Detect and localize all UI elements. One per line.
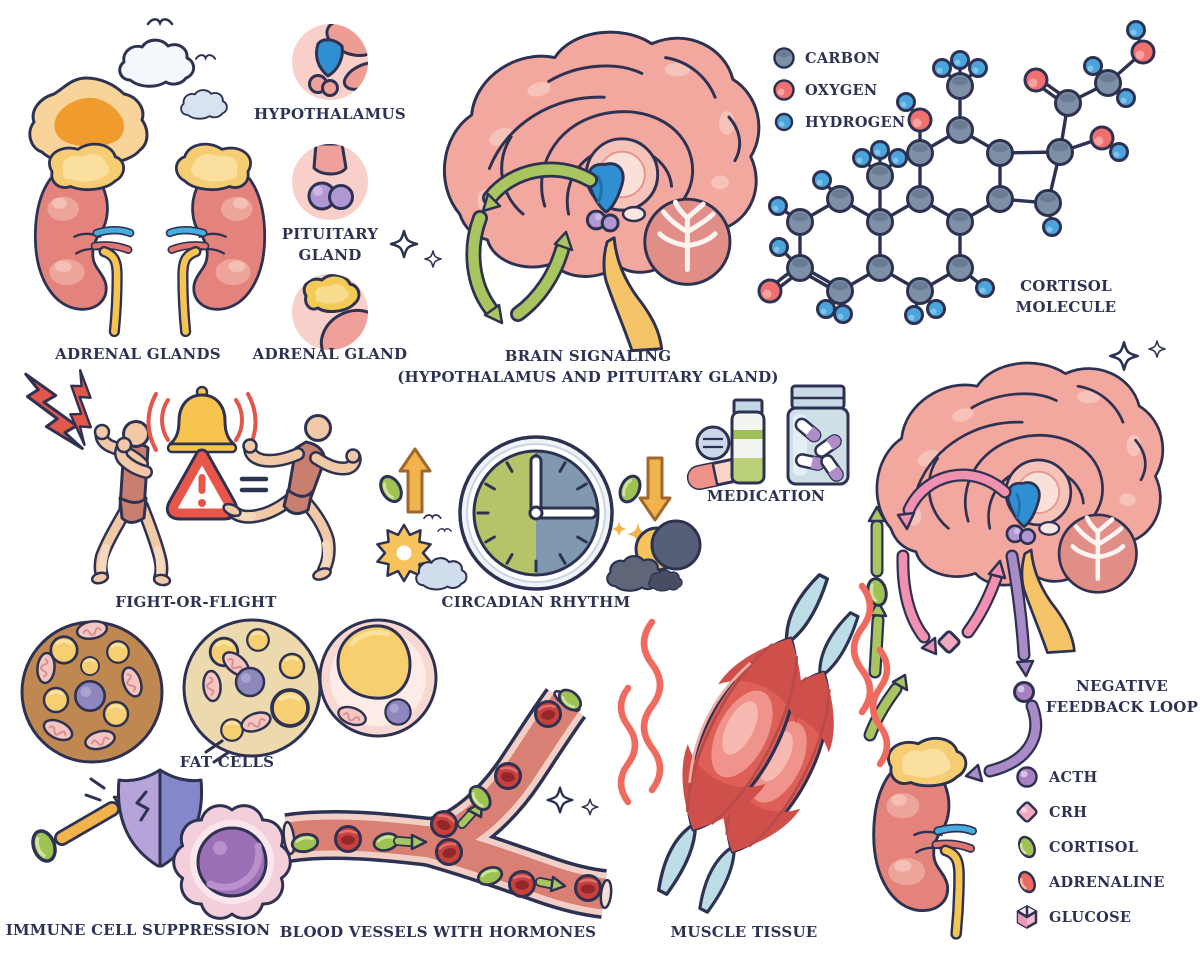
up-arrow-icon xyxy=(398,447,432,514)
runner-figure xyxy=(222,414,362,581)
immune-cell-icon xyxy=(172,804,292,920)
legend-row-adrenaline: ADRENALINE xyxy=(1014,869,1165,895)
label-adrenal-gland: ADRENAL GLAND xyxy=(252,345,408,363)
cortisol-icon xyxy=(1018,835,1036,859)
cortisol-molecule-illustration xyxy=(757,20,1156,325)
clock-icon xyxy=(458,435,614,591)
carbon-icon xyxy=(773,47,795,69)
cloud-icon xyxy=(415,557,468,591)
negative-feedback-illustration xyxy=(863,363,1162,934)
fat-cells-illustration xyxy=(20,617,438,764)
lightning-icon xyxy=(24,372,84,451)
crh-icon xyxy=(1016,801,1038,823)
boxer-figure xyxy=(90,420,172,587)
atom-legend: CARBON OXYGEN HYDROGEN xyxy=(772,46,905,134)
label-brain-signaling-line1: BRAIN SIGNALING xyxy=(504,347,672,365)
label-fat-cells: FAT CELLS xyxy=(179,753,275,771)
vial-icon xyxy=(730,398,766,485)
label-blood-vessels: BLOOD VESSELS WITH HORMONES xyxy=(279,923,597,941)
kidney-icon xyxy=(874,738,973,934)
legend-row-glucose: GLUCOSE xyxy=(1014,904,1165,930)
fight-or-flight-illustration xyxy=(24,369,362,587)
sun-icon xyxy=(376,523,432,583)
legend-row-acth: ACTH xyxy=(1014,764,1165,790)
hypothalamus-inset xyxy=(292,24,368,100)
legend-row-hydrogen: HYDROGEN xyxy=(772,110,905,134)
warning-triangle-icon xyxy=(165,448,239,521)
lightning-icon xyxy=(69,369,93,447)
legend-row-cortisol: CORTISOL xyxy=(1014,834,1165,860)
capsule-icon xyxy=(686,457,746,491)
label-pituitary-gland: PITUITARY GLAND xyxy=(281,225,379,264)
label-muscle-tissue: MUSCLE TISSUE xyxy=(670,923,818,941)
label-negative-feedback-loop: NEGATIVE FEEDBACK LOOP xyxy=(1045,677,1199,716)
pill-bottle-icon xyxy=(786,384,850,486)
crh-icon xyxy=(937,630,961,654)
dark-cloud-icon xyxy=(648,569,683,592)
equals-icon xyxy=(239,476,269,493)
down-arrow-icon xyxy=(638,456,672,522)
bird-icon xyxy=(194,54,217,60)
acth-icon xyxy=(1016,766,1038,788)
bird-icon xyxy=(423,514,442,520)
label-cortisol-molecule: CORTISOL MOLECULE xyxy=(1015,277,1117,316)
fat-cell xyxy=(318,618,438,738)
label-circadian-rhythm: CIRCADIAN RHYTHM xyxy=(441,593,631,611)
immune-suppression-illustration xyxy=(27,739,292,920)
brain-signaling-illustration xyxy=(444,32,758,351)
bird-icon xyxy=(437,528,452,532)
fat-cell xyxy=(182,618,322,758)
glucose-icon xyxy=(1016,905,1038,929)
cortisol-pill-icon xyxy=(27,826,61,866)
pituitary-inset xyxy=(292,144,368,220)
cloud-icon xyxy=(180,89,228,120)
label-adrenal-glands: ADRENAL GLANDS xyxy=(55,345,221,363)
bird-icon xyxy=(146,18,174,26)
fat-cell xyxy=(20,617,164,764)
label-fight-or-flight: FIGHT-OR-FLIGHT xyxy=(115,593,277,611)
cloud-icon xyxy=(118,38,196,88)
adrenal-glands-illustration xyxy=(35,144,264,331)
shield-icon xyxy=(84,739,231,868)
tablet-icon xyxy=(695,425,731,461)
label-hypothalamus: HYPOTHALAMUS xyxy=(254,105,406,123)
hormone-legend: ACTH CRH CORTISOL ADRENALINE GLUCOSE xyxy=(1014,764,1165,930)
blood-vessels-illustration xyxy=(282,684,613,919)
legend-row-crh: CRH xyxy=(1014,799,1165,825)
adrenaline-icon xyxy=(1018,870,1036,894)
label-medication: MEDICATION xyxy=(706,487,826,505)
medication-illustration xyxy=(686,384,850,491)
muscle-tissue-illustration xyxy=(617,554,892,930)
hydrogen-icon xyxy=(774,112,794,132)
cortisol-pill-icon xyxy=(374,471,408,507)
circadian-rhythm-illustration xyxy=(374,435,702,592)
label-brain-signaling: BRAIN SIGNALING (HYPOTHALAMUS AND PITUIT… xyxy=(397,346,779,388)
acth-icon xyxy=(1013,681,1035,703)
label-immune-cell-suppression: IMMUNE CELL SUPPRESSION xyxy=(5,921,271,939)
oxygen-icon xyxy=(773,79,795,101)
legend-row-oxygen: OXYGEN xyxy=(772,78,905,102)
legend-row-carbon: CARBON xyxy=(772,46,905,70)
label-brain-signaling-line2: (HYPOTHALAMUS AND PITUITARY GLAND) xyxy=(397,368,779,386)
